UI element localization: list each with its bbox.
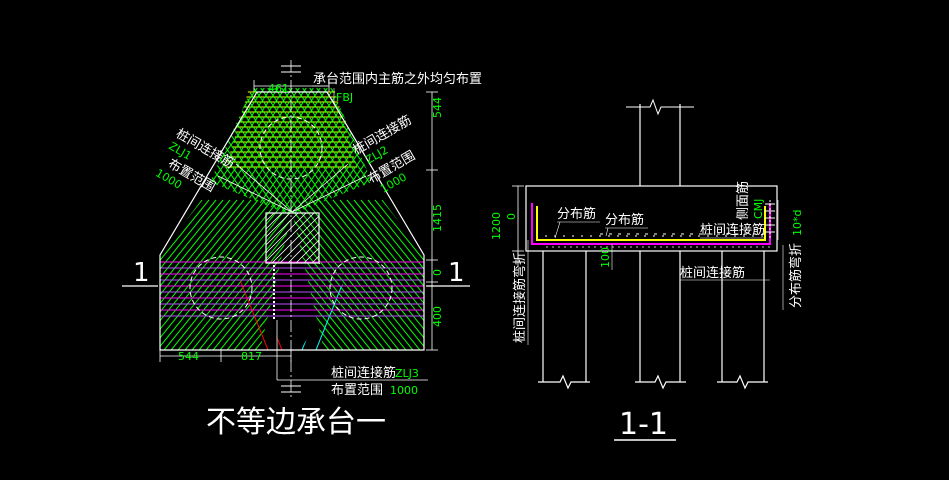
dist-bar-label-2: 分布筋 — [605, 212, 644, 228]
zlj3-value: 1000 — [390, 384, 418, 397]
top-arm-line — [275, 88, 372, 215]
column-hatch-line — [311, 255, 320, 264]
dim-544-bottom: 544 — [178, 350, 199, 363]
bottom-bar-magenta — [531, 203, 771, 245]
dist-bar-leader-2b — [605, 227, 609, 237]
side-bars — [765, 200, 775, 240]
right-arm-line — [367, 199, 424, 350]
right-arm-line — [360, 199, 424, 350]
column-break-line — [626, 98, 694, 116]
column-hatch-line — [303, 247, 320, 264]
column-hatch-line — [265, 212, 275, 222]
pile-left — [189, 256, 253, 320]
sec-dim-1200: 1200 — [490, 212, 503, 240]
top-arm-line — [210, 88, 306, 215]
dim-0: 0 — [431, 269, 444, 276]
section-view: 1200 0 桩间连接筋弯折 100 分布筋 分布筋 桩间连接筋 侧面筋 CMJ… — [490, 98, 804, 442]
zlj3-label-2: 布置范围 — [331, 383, 383, 398]
pile-link-label-bottom: 桩间连接筋 — [680, 265, 745, 281]
section-piles — [538, 251, 768, 390]
pile-right — [329, 256, 393, 320]
top-arm-line — [210, 88, 292, 215]
column-hatch-line — [265, 212, 307, 254]
pile-link-label: 桩间连接筋 — [700, 222, 765, 238]
pile-cap-outline — [159, 91, 425, 351]
dist-bar-label-1: 分布筋 — [557, 206, 596, 222]
section-mark-right: 1 — [448, 258, 465, 288]
column-hatch-line — [318, 262, 321, 265]
left-arm-line — [160, 199, 224, 350]
zlj3-band-hatch — [160, 261, 424, 317]
dim-544-right: 544 — [431, 97, 444, 118]
section-mark-left: 1 — [133, 258, 150, 288]
pile2-break — [635, 374, 686, 390]
top-arm-line — [289, 88, 372, 215]
column-hatch-line — [279, 223, 320, 264]
left-arm-line — [160, 199, 217, 350]
pile3-break — [717, 374, 768, 390]
column-hatch-line — [265, 212, 299, 246]
note-top: 承台范围内主筋之外均匀布置 — [313, 71, 482, 87]
left-arm-line — [232, 199, 292, 350]
sec-dim-0: 0 — [505, 213, 518, 220]
dim-top-text: 461 — [268, 82, 289, 95]
plan-title: 不等边承台一 — [206, 405, 386, 440]
zlj1-boundary-1 — [217, 175, 293, 213]
side-bar-label: 侧面筋 — [735, 181, 751, 220]
column-hatch-line — [287, 231, 320, 264]
column-hatch-line — [265, 212, 283, 230]
zlj3-label-1: 桩间连接筋 — [331, 365, 396, 381]
sec-dim-100: 100 — [599, 247, 612, 268]
right-arm-line — [292, 199, 352, 350]
zlj1-boundary-2 — [235, 163, 293, 213]
cap-section-outline — [525, 185, 778, 252]
right-dim: 10*d — [791, 210, 804, 236]
top-arm-line — [282, 88, 372, 215]
column-hatch-line — [265, 212, 291, 238]
dim-400: 400 — [431, 306, 444, 327]
right-vertical-label: 分布筋弯折 — [788, 243, 804, 308]
pile1-break — [538, 374, 590, 390]
bottom-bar-yellow — [536, 206, 766, 241]
zlj2-boundary-1 — [291, 175, 367, 213]
column-outline — [265, 212, 320, 264]
column-hatch — [265, 212, 321, 265]
left-vertical-label: 桩间连接筋弯折 — [512, 252, 528, 343]
column-hatch-line — [295, 239, 320, 264]
column-hatch-line — [265, 212, 315, 262]
column-hatch-line — [271, 215, 320, 264]
fbj-code: FBJ — [336, 91, 353, 104]
zlj2-boundary-2 — [291, 163, 349, 213]
zlj3-code: ZLJ3 — [395, 367, 419, 380]
right-arm-line — [374, 199, 424, 350]
left-arm-line — [160, 199, 210, 350]
top-arm-line — [210, 88, 299, 215]
side-bar-code: CMJ — [752, 199, 765, 219]
dim-1415: 1415 — [431, 204, 444, 232]
dist-bar-leader-1b — [554, 221, 561, 239]
section-title: 1-1 — [619, 407, 668, 442]
dim-817: 817 — [241, 350, 262, 363]
